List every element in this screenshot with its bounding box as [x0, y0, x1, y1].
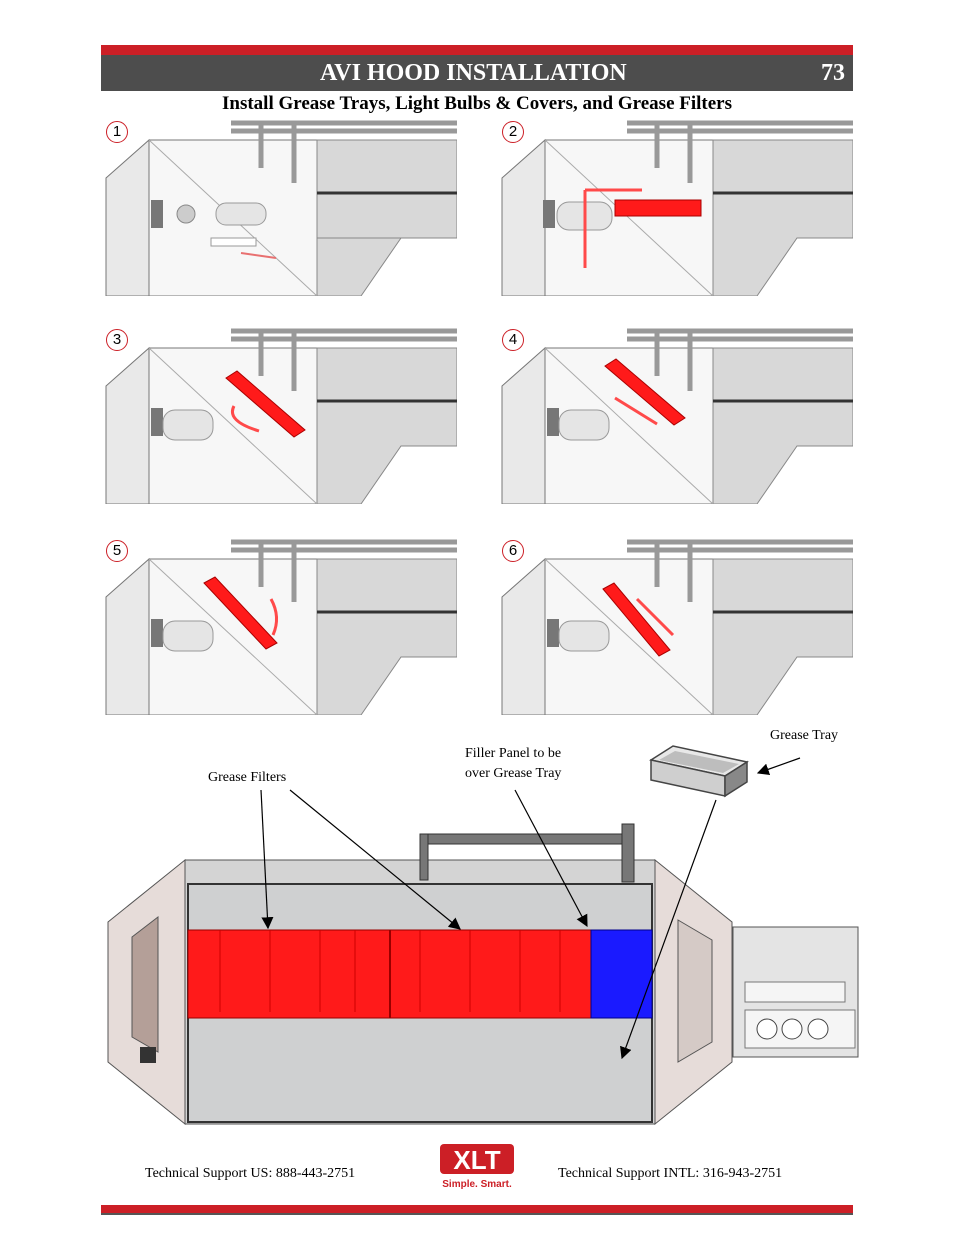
header-bar: AVI HOOD INSTALLATION 73 — [101, 55, 853, 91]
step-panel-2: 2 — [497, 118, 853, 296]
hood-section-illustration — [105, 120, 457, 296]
callout-grease-tray: Grease Tray — [770, 728, 839, 743]
hood-section-illustration — [501, 539, 853, 715]
step-panel-4: 4 — [497, 326, 853, 504]
svg-text:XLT: XLT — [453, 1145, 500, 1175]
footer-support-us: Technical Support US: 888-443-2751 — [145, 1166, 356, 1181]
xlt-logo: XLT Simple. Smart. — [427, 1142, 527, 1192]
step-panel-5: 5 — [101, 537, 457, 715]
step-badge-1: 1 — [106, 121, 128, 143]
svg-text:Simple. Smart.: Simple. Smart. — [442, 1179, 512, 1190]
step-badge-2: 2 — [502, 121, 524, 143]
step-panel-1: 1 — [101, 118, 457, 296]
step-badge-3: 3 — [106, 329, 128, 351]
hood-section-illustration — [105, 539, 457, 715]
xlt-logo-mark: XLT Simple. Smart. — [440, 1144, 514, 1190]
step-panel-6: 6 — [497, 537, 853, 715]
hood-section-illustration — [501, 120, 853, 296]
hood-section-illustration — [105, 328, 457, 504]
page-title: AVI HOOD INSTALLATION — [320, 60, 627, 86]
callout-filler-panel-line2: over Grease Tray — [465, 766, 562, 781]
hood-front-view — [107, 823, 859, 1126]
step-panel-3: 3 — [101, 326, 457, 504]
callout-grease-filters: Grease Filters — [208, 770, 287, 785]
section-subtitle: Install Grease Trays, Light Bulbs & Cove… — [221, 93, 732, 114]
header-top-rule — [101, 45, 853, 55]
footer-rule — [101, 1205, 853, 1213]
hood-section-illustration — [501, 328, 853, 504]
footer-underline — [101, 1213, 853, 1215]
page-number: 73 — [821, 60, 845, 86]
grease-tray-image — [649, 745, 749, 798]
step-badge-4: 4 — [502, 329, 524, 351]
footer-support-intl: Technical Support INTL: 316-943-2751 — [558, 1166, 783, 1181]
callout-filler-panel-line1: Filler Panel to be — [465, 746, 562, 761]
step-badge-5: 5 — [106, 540, 128, 562]
step-badge-6: 6 — [502, 540, 524, 562]
